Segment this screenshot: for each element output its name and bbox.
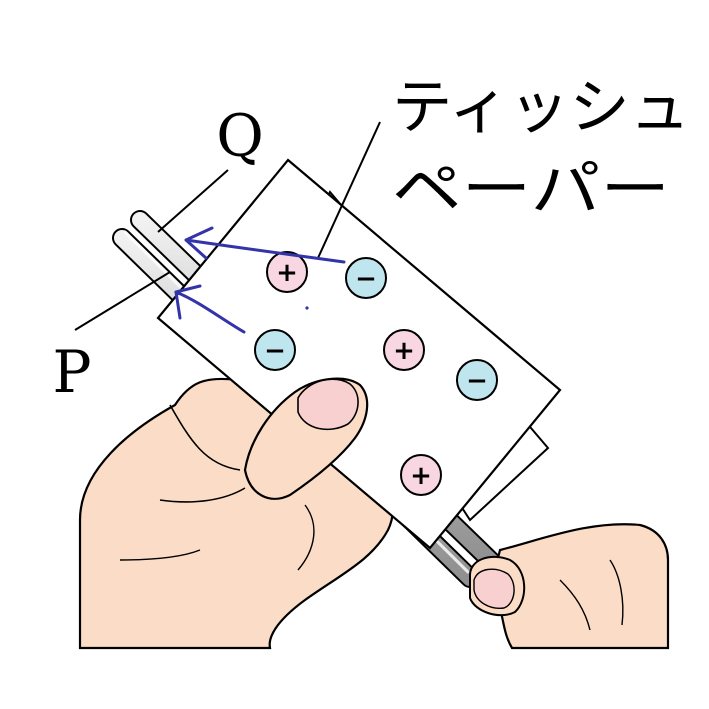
right-hand-icon xyxy=(469,523,670,650)
charge-negative: − xyxy=(345,257,387,299)
svg-text:−: − xyxy=(355,264,377,294)
leader-q xyxy=(157,169,229,233)
svg-text:−: − xyxy=(264,336,286,366)
charges: + − − + − + xyxy=(254,251,498,496)
charge-positive: + xyxy=(266,251,308,293)
leader-p xyxy=(74,271,171,331)
svg-text:−: − xyxy=(466,366,488,396)
leader-lines xyxy=(74,121,381,331)
charge-positive: + xyxy=(400,454,442,496)
label-p: P xyxy=(52,338,91,406)
charge-negative: − xyxy=(254,329,296,371)
label-q: Q xyxy=(216,102,264,170)
svg-text:+: + xyxy=(276,258,298,288)
label-tissue-line2: ペーパー xyxy=(392,155,670,225)
charge-negative: − xyxy=(456,359,498,401)
svg-text:+: + xyxy=(393,336,415,366)
arrow-icon xyxy=(174,226,346,334)
label-tissue-line1: ティッシュ xyxy=(392,73,690,143)
left-thumb xyxy=(243,377,369,500)
leader-tissue xyxy=(317,121,381,259)
svg-text:+: + xyxy=(410,461,432,491)
charge-positive: + xyxy=(383,329,425,371)
